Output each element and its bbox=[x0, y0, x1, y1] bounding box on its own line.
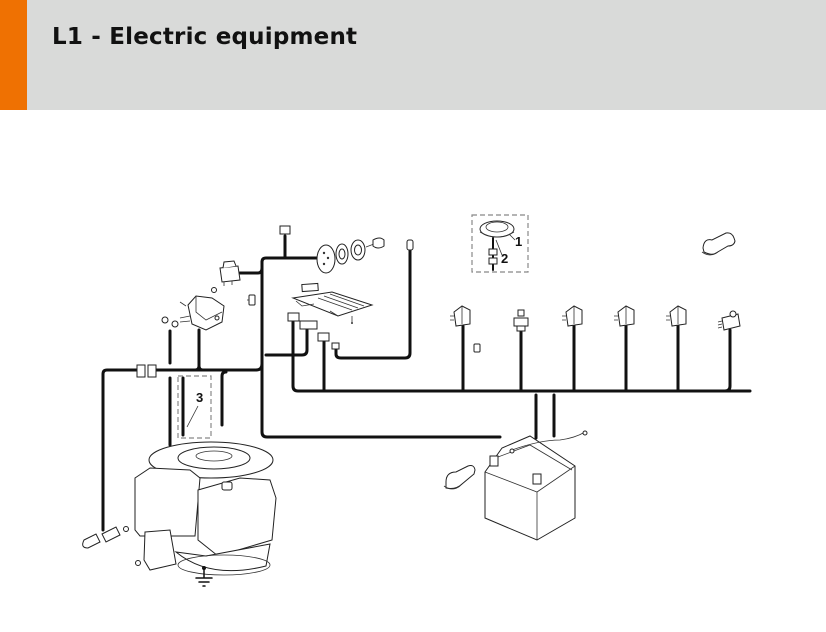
wire-headlight bbox=[101, 368, 140, 532]
header-accent-bar bbox=[0, 0, 27, 110]
safety-switch-4 bbox=[666, 305, 687, 327]
connector-bulb-lead bbox=[406, 239, 414, 251]
oil-pressure-sensor bbox=[513, 309, 529, 332]
headlight-bulb bbox=[82, 526, 129, 549]
wire-board-4 bbox=[334, 248, 412, 360]
inline-connectors bbox=[136, 225, 414, 378]
clip-small-2 bbox=[473, 343, 481, 353]
connector-top bbox=[279, 225, 291, 235]
connector-board-4 bbox=[331, 342, 340, 350]
ignition-switch bbox=[316, 237, 385, 274]
callout-3: 3 bbox=[196, 390, 203, 405]
starter-solenoid bbox=[161, 287, 225, 331]
wire-board-2 bbox=[264, 328, 309, 357]
wire-trunk bbox=[260, 260, 502, 439]
battery-terminal-pos bbox=[489, 455, 499, 467]
page-title: L1 - Electric equipment bbox=[52, 24, 358, 50]
callout-box-engine-lead bbox=[177, 375, 212, 439]
connector-left-a bbox=[136, 364, 146, 378]
horn-assembly: 1 2 bbox=[471, 214, 529, 273]
wire-board-1 bbox=[291, 320, 752, 393]
battery bbox=[484, 430, 588, 541]
control-board bbox=[291, 282, 374, 324]
wire-micro-switch bbox=[723, 328, 732, 393]
connector-board-1 bbox=[287, 312, 300, 322]
callout-1: 1 bbox=[515, 234, 522, 249]
engine: 3 bbox=[134, 375, 277, 587]
callout-2: 2 bbox=[501, 251, 508, 266]
connector-board-2 bbox=[299, 320, 318, 330]
safety-switch-3 bbox=[614, 305, 635, 327]
small-clip bbox=[247, 294, 256, 306]
terminal-cover-top bbox=[701, 232, 736, 256]
connector-left-b bbox=[147, 364, 157, 378]
safety-switch-1 bbox=[450, 305, 471, 327]
wire-engine-2 bbox=[220, 370, 228, 427]
battery-terminal-neg bbox=[532, 473, 542, 485]
wiring-harness bbox=[101, 234, 752, 532]
callout-box-horn bbox=[471, 214, 529, 273]
wire-rocker-switch bbox=[238, 266, 264, 275]
rocker-switch bbox=[219, 260, 241, 286]
terminal-cover-battery bbox=[443, 465, 476, 490]
connector-board-3 bbox=[317, 332, 330, 342]
safety-switch-2 bbox=[562, 305, 583, 327]
ground-symbol bbox=[195, 566, 213, 587]
wire-solenoid-b bbox=[197, 328, 205, 372]
wire-ignition bbox=[260, 256, 320, 264]
micro-switch bbox=[717, 310, 741, 331]
page-header: L1 - Electric equipment bbox=[0, 0, 826, 110]
